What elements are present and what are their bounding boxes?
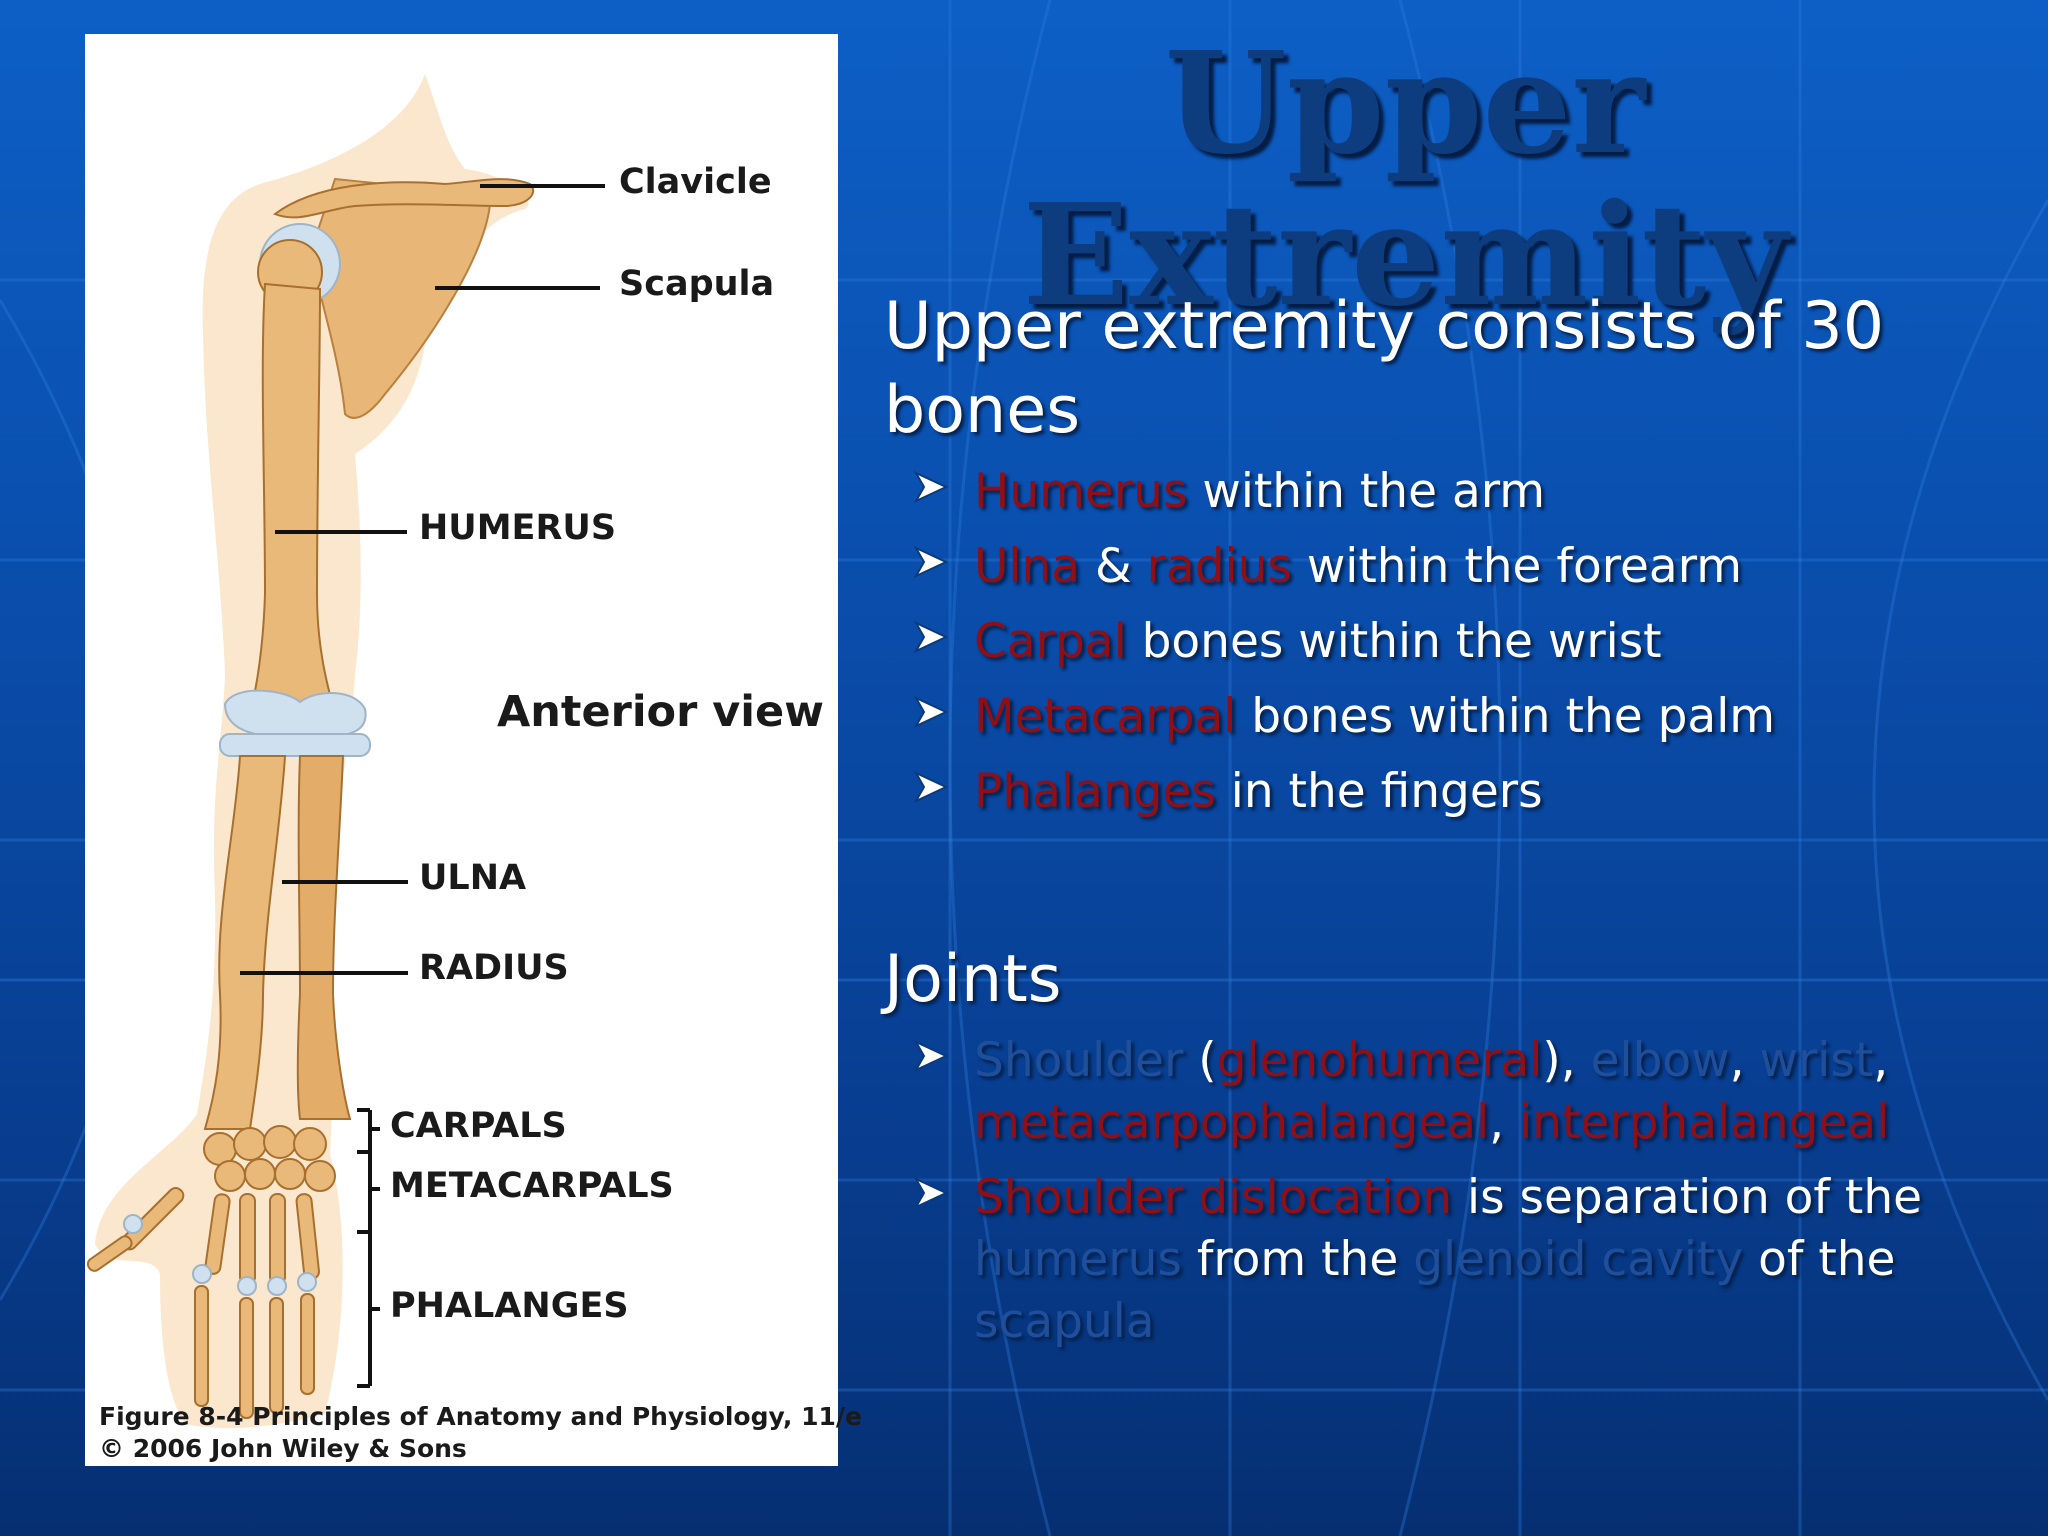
term-shoulder: Shoulder [974,1033,1184,1088]
punctuation: , [1729,1033,1760,1088]
label-metacarpals: METACARPALS [390,1166,674,1206]
arrow-bullet-icon [913,695,949,729]
section-heading-joints: Joints [884,942,1062,1017]
joints-list: Shoulder (glenohumeral), elbow, wrist, m… [884,1030,2024,1353]
list-item: Metacarpal bones within the palm [913,686,2024,748]
arrow-bullet-icon [913,620,949,654]
term-humerus-ref: humerus [974,1232,1182,1287]
term-carpal: Carpal [974,614,1127,669]
list-item-text: bones within the wrist [1126,614,1662,669]
arm-illustration [86,74,605,1429]
list-item-text: & [1080,539,1147,594]
list-item-text: is separation of the [1452,1170,1923,1225]
term-radius: radius [1146,539,1292,594]
list-item-text: within the arm [1187,464,1546,519]
slide-content: Upper extremity consists of 30 bones Hum… [884,285,2024,1366]
term-glenoid-cavity: glenoid cavity [1413,1232,1744,1287]
punctuation: , [1489,1095,1520,1150]
list-item-text: within the forearm [1291,539,1742,594]
label-humerus: HUMERUS [419,508,617,548]
list-item: Carpal bones within the wrist [913,611,2024,673]
term-metacarpal: Metacarpal [974,689,1237,744]
figure-caption-line2: © 2006 John Wiley & Sons [99,1434,467,1463]
term-scapula: scapula [974,1294,1155,1349]
label-clavicle: Clavicle [619,162,772,202]
term-shoulder-dislocation: Shoulder dislocation [974,1170,1453,1225]
label-radius: RADIUS [419,948,569,988]
slide-title: Upper Extremity [1022,22,1788,338]
arrow-bullet-icon [913,1039,949,1073]
list-item-text: from the [1181,1232,1414,1287]
label-carpals: CARPALS [390,1106,567,1146]
list-item: Shoulder dislocation is separation of th… [913,1167,2024,1353]
list-item: Ulna & radius within the forearm [913,536,2024,598]
list-item-text: in the fingers [1215,764,1543,819]
term-metacarpophalangeal: metacarpophalangeal [974,1095,1490,1150]
arrow-bullet-icon [913,545,949,579]
list-item: Shoulder (glenohumeral), elbow, wrist, m… [913,1030,2024,1154]
list-item: Humerus within the arm [913,461,2024,523]
list-item-text: bones within the palm [1236,689,1776,744]
figure-caption-line1: Figure 8-4 Principles of Anatomy and Phy… [99,1402,862,1431]
arrow-bullet-icon [913,770,949,804]
anatomy-figure: Clavicle Scapula HUMERUS Anterior view U… [85,34,862,1466]
punctuation: , [1873,1033,1889,1088]
term-wrist: wrist [1759,1033,1874,1088]
list-item-text: of the [1743,1232,1896,1287]
arrow-bullet-icon [913,470,949,504]
bones-list: Humerus within the arm Ulna & radius wit… [884,461,2024,823]
label-ulna: ULNA [419,858,527,898]
arrow-bullet-icon [913,1176,949,1210]
section-heading-bones: Upper extremity consists of 30 bones [884,289,1885,448]
label-phalanges: PHALANGES [390,1286,629,1326]
punctuation: ( [1183,1033,1217,1088]
term-humerus: Humerus [974,464,1188,519]
label-anterior-view: Anterior view [497,687,824,737]
term-interphalangeal: interphalangeal [1519,1095,1890,1150]
label-scapula: Scapula [619,264,775,304]
list-item: Phalanges in the fingers [913,761,2024,823]
term-glenohumeral: glenohumeral [1216,1033,1543,1088]
term-ulna: Ulna [974,539,1081,594]
punctuation: ), [1542,1033,1591,1088]
term-elbow: elbow [1590,1033,1730,1088]
term-phalanges: Phalanges [974,764,1216,819]
